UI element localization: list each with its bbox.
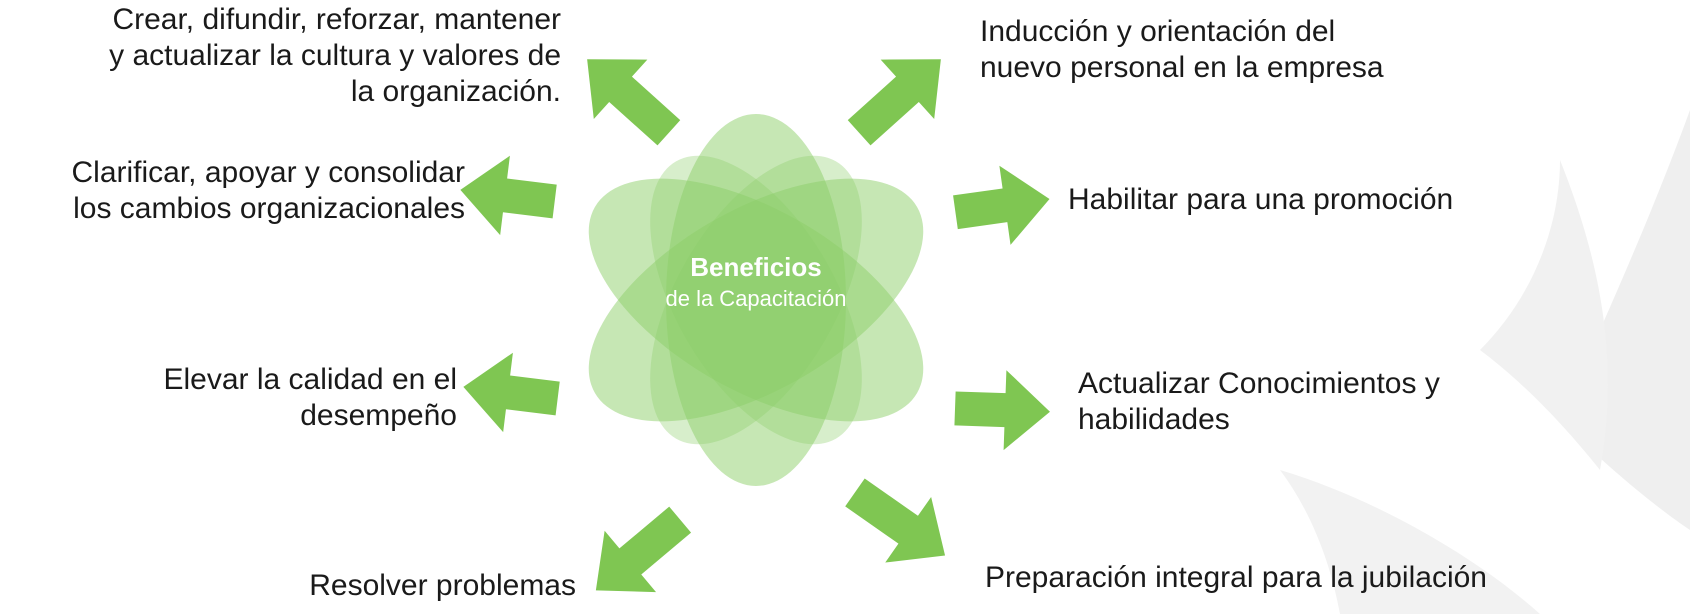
benefit-top-left-line-2: y actualizar la cultura y valores de bbox=[109, 39, 561, 72]
center-flower bbox=[588, 114, 924, 486]
benefit-mid-right-line-1: Habilitar para una promoción bbox=[1068, 183, 1454, 216]
arrow-top-left bbox=[587, 59, 681, 146]
center-subtitle: de la Capacitación bbox=[665, 286, 847, 311]
background-swoosh bbox=[1280, 110, 1690, 614]
petal-3 bbox=[588, 178, 924, 422]
arrow-bottom-left bbox=[595, 506, 692, 593]
arrow-mid-left bbox=[460, 155, 557, 236]
benefit-lower-left-line-2: desempeño bbox=[300, 399, 457, 432]
benefit-lower-right-line-2: habilidades bbox=[1078, 403, 1230, 436]
arrow-mid-right bbox=[953, 165, 1050, 245]
benefit-lower-left: Elevar la calidad en el desempeño bbox=[163, 362, 457, 434]
arrows bbox=[460, 59, 1050, 593]
benefit-mid-left: Clarificar, apoyar y consolidar los camb… bbox=[71, 155, 465, 227]
benefit-mid-right: Habilitar para una promoción bbox=[1068, 182, 1453, 218]
center-title: Beneficios bbox=[690, 252, 822, 282]
arrow-bottom-right bbox=[845, 478, 946, 563]
benefit-bottom-right-line-1: Preparación integral para la jubilación bbox=[985, 561, 1487, 594]
benefit-lower-right: Actualizar Conocimientos y habilidades bbox=[1078, 366, 1440, 438]
benefit-mid-left-line-1: Clarificar, apoyar y consolidar bbox=[71, 156, 465, 189]
benefit-bottom-right: Preparación integral para la jubilación bbox=[985, 560, 1487, 596]
arrow-lower-right bbox=[954, 370, 1050, 451]
benefit-top-left: Crear, difundir, reforzar, mantener y ac… bbox=[109, 2, 561, 110]
benefit-top-right: Inducción y orientación del nuevo person… bbox=[980, 14, 1384, 86]
benefit-top-right-line-2: nuevo personal en la empresa bbox=[980, 51, 1384, 84]
benefit-top-right-line-1: Inducción y orientación del bbox=[980, 15, 1336, 48]
center-label: Beneficios de la Capacitación bbox=[621, 250, 891, 314]
benefit-mid-left-line-2: los cambios organizacionales bbox=[73, 192, 465, 225]
arrow-lower-left bbox=[463, 352, 560, 433]
benefit-lower-left-line-1: Elevar la calidad en el bbox=[163, 363, 457, 396]
benefit-bottom-left: Resolver problemas bbox=[309, 568, 576, 604]
petal-4 bbox=[650, 155, 862, 445]
benefit-bottom-left-line-1: Resolver problemas bbox=[309, 569, 576, 602]
arrow-top-right bbox=[847, 59, 941, 146]
benefit-top-left-line-3: la organización. bbox=[350, 75, 561, 108]
benefit-top-left-line-1: Crear, difundir, reforzar, mantener bbox=[112, 3, 561, 36]
petal-5 bbox=[650, 155, 862, 445]
benefit-lower-right-line-1: Actualizar Conocimientos y bbox=[1078, 367, 1440, 400]
